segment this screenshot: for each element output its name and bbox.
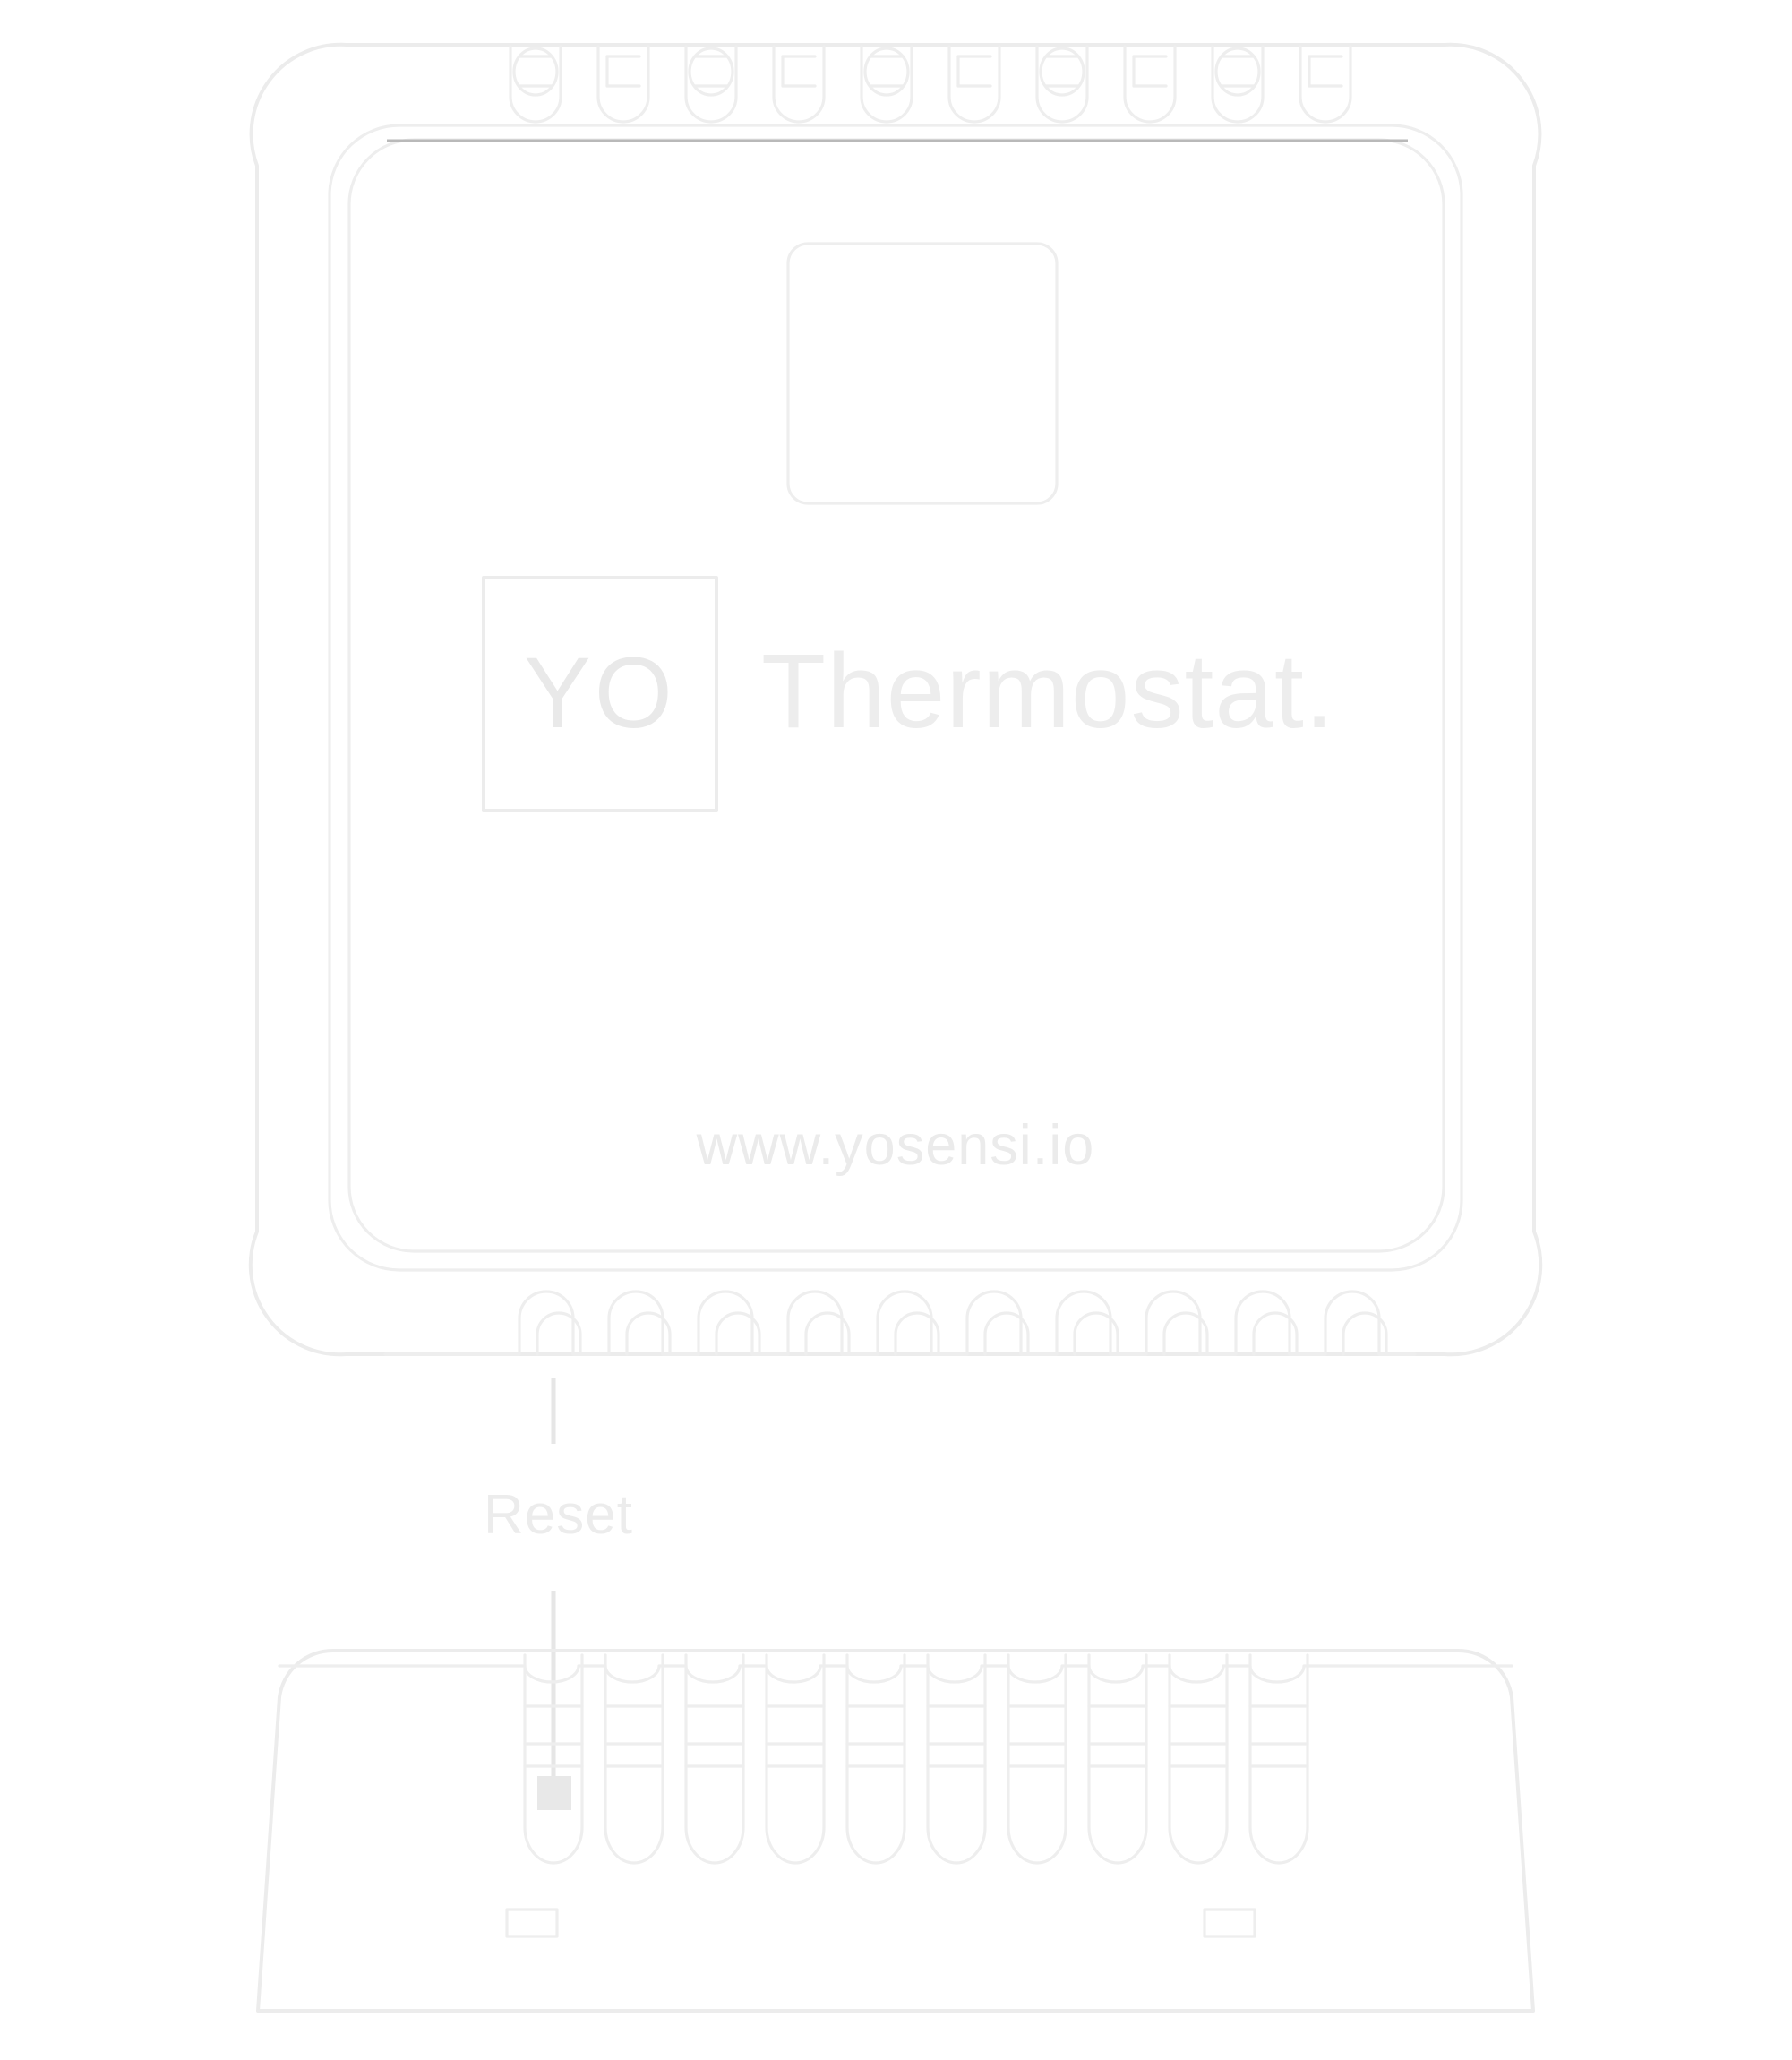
terminal-slot	[1087, 1653, 1148, 1865]
top-clip-tab	[1035, 45, 1089, 124]
top-clip-tab	[1211, 45, 1265, 124]
reset-callout-group: Reset	[484, 1378, 633, 1802]
bottom-arch-inner	[536, 1311, 1388, 1356]
reset-button[interactable]	[537, 1776, 571, 1810]
top-clip-tab	[509, 45, 562, 124]
inner-face-panel-outline	[347, 138, 1445, 1253]
top-clip-tabs	[509, 45, 1352, 124]
top-clip-tab	[772, 45, 826, 124]
terminal-slots	[523, 1653, 1309, 1865]
terminal-slot	[845, 1653, 906, 1865]
terminal-top-rail	[278, 1664, 1513, 1684]
terminal-slot	[926, 1653, 987, 1865]
terminal-slot	[684, 1653, 745, 1865]
top-clip-tab	[596, 45, 650, 124]
website-url-text: www.yosensi.io	[696, 1114, 1095, 1177]
terminal-slot	[1007, 1653, 1067, 1865]
bottom-view-outline	[256, 1648, 1535, 2013]
bottom-arch-outer	[383, 1290, 1417, 1356]
terminal-slot	[523, 1653, 584, 1865]
bottom-view-group	[256, 1648, 1535, 2013]
top-clip-tab	[684, 45, 738, 124]
sensor-window-outline	[786, 242, 1059, 505]
logo-mark-text: YO	[524, 637, 676, 749]
mounting-hole-right	[1203, 1908, 1256, 1938]
top-clip-tab	[947, 45, 1001, 124]
top-clip-tab	[860, 45, 913, 124]
logo-mark-box	[482, 576, 718, 812]
top-view-group: YO Thermostat. www.yosensi.io	[248, 42, 1543, 1357]
outer-shell-outline	[248, 42, 1543, 1357]
top-clip-tab	[1123, 45, 1177, 124]
callout-label-reset: Reset	[484, 1484, 633, 1546]
terminal-slot	[1248, 1653, 1309, 1865]
terminal-slot	[765, 1653, 826, 1865]
logo-word-text: Thermostat.	[761, 632, 1335, 751]
bottom-arch-bumps	[383, 1290, 1417, 1356]
terminal-slot	[1168, 1653, 1229, 1865]
terminal-slot	[604, 1653, 664, 1865]
mid-ring-outline	[328, 124, 1463, 1272]
top-clip-tab	[1299, 45, 1352, 124]
mounting-hole-left	[505, 1908, 559, 1938]
